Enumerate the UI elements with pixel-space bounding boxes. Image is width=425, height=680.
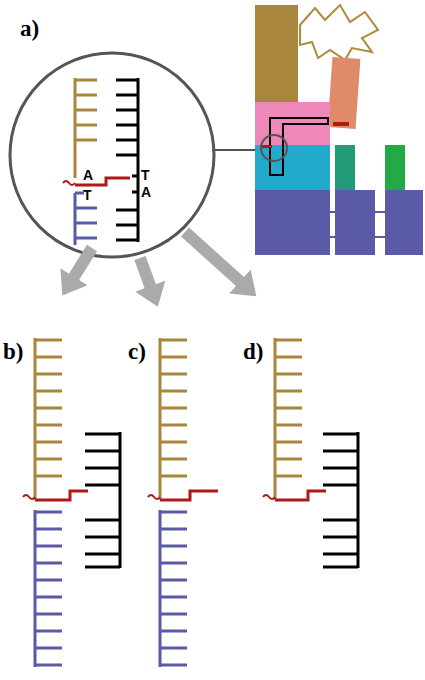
red-mark [262, 145, 272, 148]
zoom-circle [10, 53, 214, 257]
panel-label: a) [20, 17, 39, 40]
panel-label: d) [243, 340, 263, 363]
brown-block [255, 5, 298, 102]
purple-strand [35, 510, 62, 667]
green-block [385, 145, 405, 190]
red-mark [333, 122, 349, 126]
base-letter: T [141, 168, 150, 182]
black-strand [116, 78, 138, 242]
zoom-arrow [49, 240, 106, 304]
brown-strand-end [74, 150, 77, 178]
purple-block [385, 190, 423, 255]
brown-strand [160, 338, 187, 500]
linker-wiggle [263, 495, 275, 499]
linker [275, 491, 326, 500]
zoom-arrow [125, 253, 173, 313]
brown-strand [75, 78, 97, 150]
teal-block [335, 145, 355, 190]
panel-label: c) [128, 340, 146, 363]
linker-wiggle [23, 495, 35, 499]
brown-strand [275, 338, 302, 500]
protein-outline [300, 5, 378, 60]
linker [160, 491, 218, 500]
salmon-block [328, 57, 361, 129]
panel-label: b) [3, 340, 23, 363]
linker-wiggle [63, 181, 75, 185]
black-rung [132, 176, 138, 192]
purple-strand [160, 510, 187, 667]
zoom-marker [261, 135, 287, 161]
black-outline [270, 118, 328, 175]
purple-block [255, 190, 330, 255]
base-letter: A [83, 168, 93, 182]
zoom-arrow [174, 220, 267, 308]
base-letter: T [83, 188, 92, 202]
purple-rung [75, 192, 84, 195]
black-strand [85, 432, 120, 568]
base-letter: A [141, 185, 151, 199]
leader-line [212, 149, 262, 151]
purple-block [335, 190, 375, 255]
linker-wiggle [148, 495, 160, 499]
linker [35, 491, 88, 500]
cyan-block [255, 145, 330, 190]
purple-link [330, 212, 385, 237]
brown-strand [35, 338, 62, 500]
black-strand [323, 432, 358, 568]
